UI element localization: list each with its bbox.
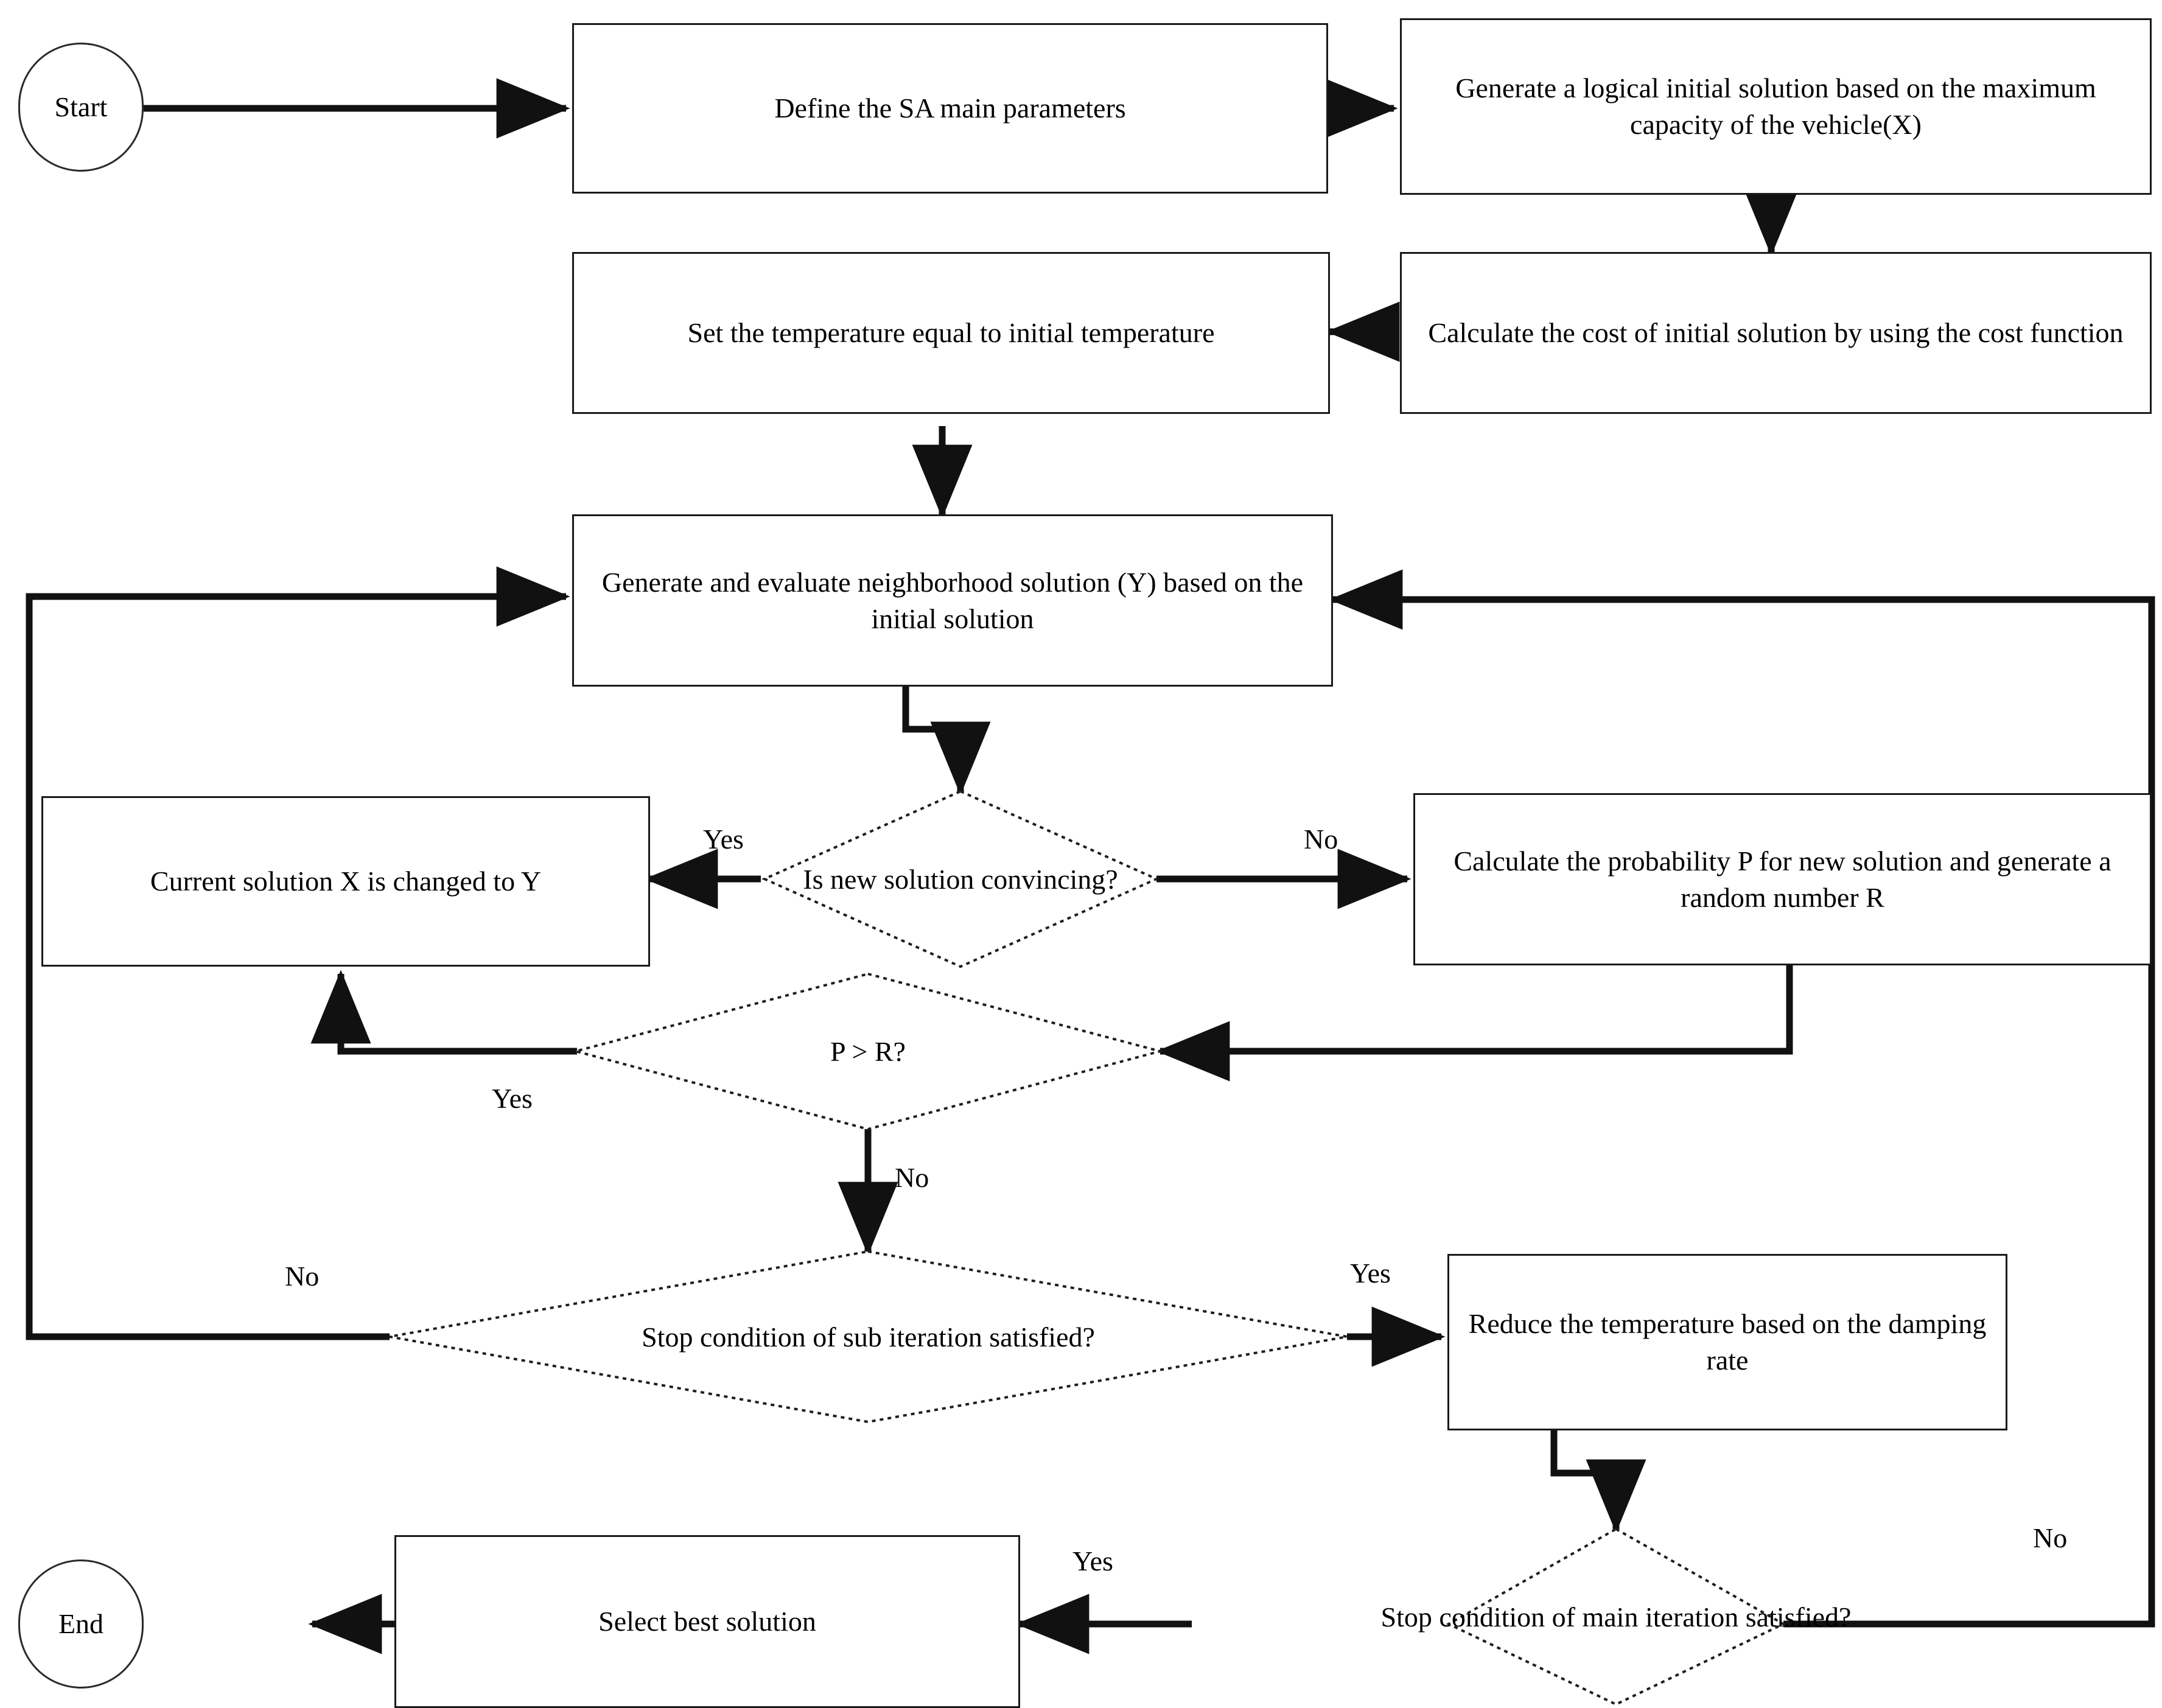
node-reduce-temperature[interactable]: Reduce the temperature based on the damp… — [1447, 1254, 2007, 1430]
edge-calcprob-to-pgtr — [1156, 965, 1793, 1082]
node-stop-condition-main-iteration[interactable]: Stop condition of main iteration satisfi… — [1381, 1529, 1852, 1704]
node-is-new-solution-convincing[interactable]: Is new solution convincing? — [764, 791, 1156, 967]
edge-genneighbor-to-isconvincing — [902, 687, 991, 796]
edge-label-convincing-no: No — [1304, 824, 1338, 855]
node-reduce-temperature-label: Reduce the temperature based on the damp… — [1468, 1308, 1987, 1376]
node-end-label: End — [58, 1608, 104, 1640]
edge-stopsub-no-loopback — [26, 566, 570, 1340]
node-is-new-solution-convincing-label: Is new solution convincing? — [803, 863, 1118, 895]
decision-stop-main — [1446, 1527, 1786, 1706]
node-p-greater-than-r[interactable]: P > R? — [576, 974, 1160, 1129]
node-current-solution-changed[interactable]: Current solution X is changed to Y — [41, 796, 650, 967]
node-generate-neighborhood-solution-label: Generate and evaluate neighborhood solut… — [601, 566, 1304, 634]
node-generate-initial-solution-label: Generate a logical initial solution base… — [1455, 72, 2096, 140]
node-calculate-initial-cost[interactable]: Calculate the cost of initial solution b… — [1400, 252, 2152, 414]
node-calculate-initial-cost-label: Calculate the cost of initial solution b… — [1428, 317, 2124, 349]
node-define-params[interactable]: Define the SA main parameters — [572, 23, 1328, 194]
edge-pgtr-yes-to-current — [310, 970, 577, 1055]
node-end[interactable]: End — [18, 1559, 144, 1689]
node-start-label: Start — [54, 91, 108, 123]
edge-label-pgtr-no: No — [895, 1162, 929, 1193]
node-stop-condition-main-iteration-label: Stop condition of main iteration satisfi… — [1380, 1601, 1852, 1633]
node-select-best-solution-label: Select best solution — [598, 1606, 816, 1637]
decision-is-convincing — [761, 789, 1160, 968]
edge-label-stop-main-yes: Yes — [1072, 1545, 1113, 1577]
node-calculate-probability-label: Calculate the probability P for new solu… — [1454, 845, 2111, 913]
node-select-best-solution[interactable]: Select best solution — [394, 1535, 1020, 1708]
edge-label-stop-sub-yes: Yes — [1350, 1258, 1391, 1289]
edge-label-stop-main-no: No — [2033, 1522, 2068, 1553]
edge-label-pgtr-yes: Yes — [492, 1083, 533, 1114]
node-generate-neighborhood-solution[interactable]: Generate and evaluate neighborhood solut… — [572, 514, 1333, 687]
node-generate-initial-solution[interactable]: Generate a logical initial solution base… — [1400, 18, 2152, 195]
decision-stop-sub — [389, 1250, 1348, 1424]
node-define-params-label: Define the SA main parameters — [774, 93, 1126, 124]
node-stop-condition-sub-iteration[interactable]: Stop condition of sub iteration satisfie… — [390, 1251, 1347, 1422]
edge-label-convincing-yes: Yes — [703, 824, 744, 855]
node-stop-condition-sub-iteration-label: Stop condition of sub iteration satisfie… — [642, 1321, 1095, 1353]
node-calculate-probability[interactable]: Calculate the probability P for new solu… — [1413, 793, 2152, 965]
edge-label-stop-sub-no: No — [285, 1261, 320, 1292]
node-p-greater-than-r-label: P > R? — [830, 1036, 906, 1067]
node-set-temperature[interactable]: Set the temperature equal to initial tem… — [572, 252, 1330, 414]
node-start[interactable]: Start — [18, 43, 144, 172]
edge-reducetemp-to-stopmain — [1550, 1430, 1646, 1533]
node-set-temperature-label: Set the temperature equal to initial tem… — [687, 317, 1215, 349]
edge-stopmain-no-loopback — [1329, 569, 2155, 1628]
decision-p-gt-r — [571, 972, 1165, 1131]
node-current-solution-changed-label: Current solution X is changed to Y — [150, 866, 542, 897]
